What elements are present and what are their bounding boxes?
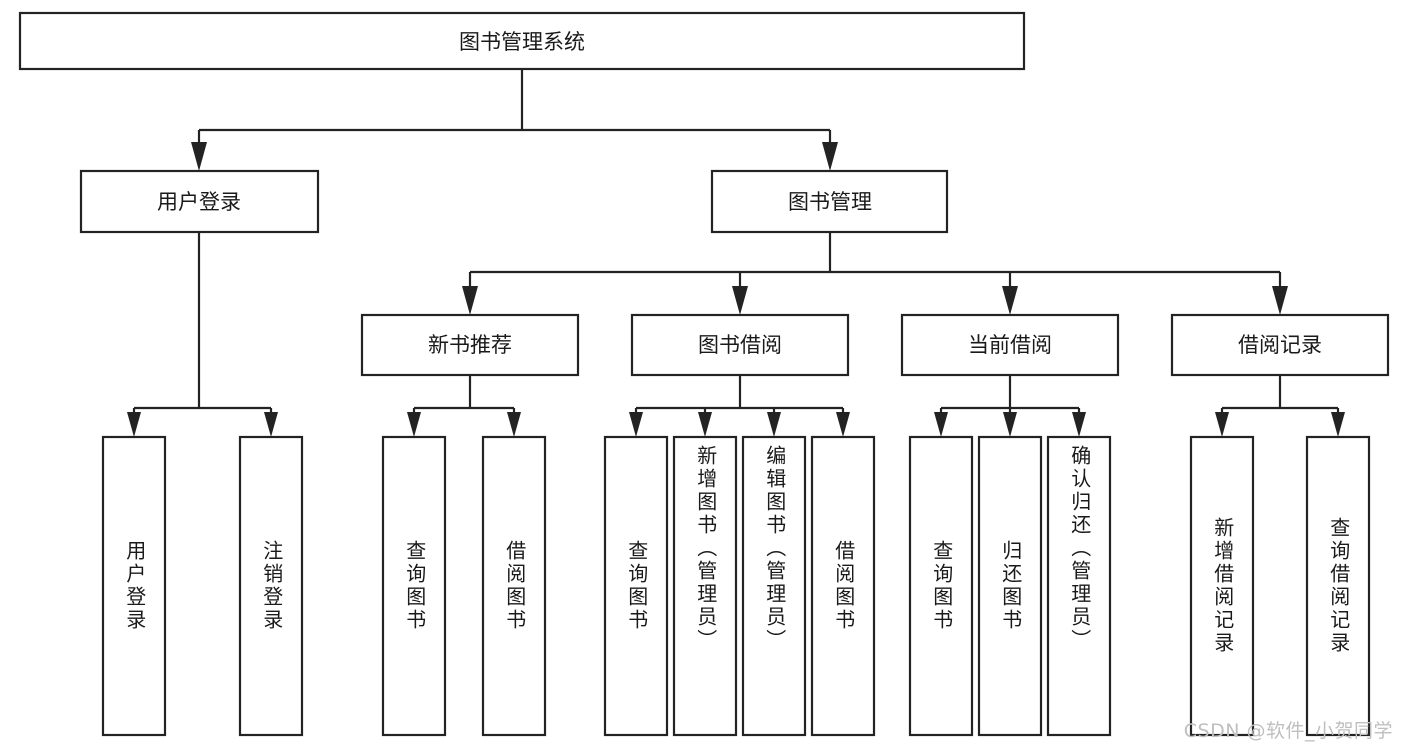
arrow-head-user-login (191, 142, 207, 171)
arrow-head-bb-1 (698, 412, 712, 437)
arrow-head-nb-0 (407, 412, 421, 437)
node-box-leaf-cb-0[interactable] (908, 435, 974, 737)
arrow-head-ul-0 (127, 412, 141, 437)
node-box-leaf-nb-1[interactable] (481, 435, 547, 737)
node-box-root[interactable] (18, 11, 1026, 71)
arrow-head-bb-3 (836, 412, 850, 437)
connectors-current-borrow-to-leaves (934, 375, 1086, 437)
node-box-leaf-bb-0[interactable] (603, 435, 669, 737)
connectors-book-mgmt-to-level3 (462, 232, 1288, 315)
connectors-book-borrow-to-leaves (629, 375, 850, 437)
arrow-head-cb-2 (1072, 412, 1086, 437)
arrow-head-bb-0 (629, 412, 643, 437)
node-box-leaf-br-0[interactable] (1189, 435, 1255, 737)
connectors-borrow-record-to-leaves (1215, 375, 1345, 437)
arrow-head-nb-1 (507, 412, 521, 437)
node-label-borrow-record: 借阅记录 (1238, 333, 1322, 357)
node-box-book-borrow[interactable] (630, 313, 850, 377)
arrow-head-l3-2 (1002, 286, 1018, 315)
arrow-head-br-1 (1331, 412, 1345, 437)
node-box-leaf-bb-3[interactable] (810, 435, 876, 737)
node-label-book-management: 图书管理 (788, 190, 872, 214)
arrow-head-bb-2 (767, 412, 781, 437)
arrow-head-l3-1 (732, 286, 748, 315)
node-box-leaf-cb-2[interactable] (1046, 435, 1112, 737)
connectors-new-book-to-leaves (407, 375, 521, 437)
node-box-current-borrow[interactable] (900, 313, 1120, 377)
node-box-user-login[interactable] (79, 169, 320, 234)
arrow-head-br-0 (1215, 412, 1229, 437)
node-label-user-login: 用户登录 (157, 190, 241, 214)
node-box-leaf-bb-1[interactable] (672, 435, 738, 737)
node-box-leaf-bb-2[interactable] (741, 435, 807, 737)
arrow-head-l3-3 (1272, 286, 1288, 315)
node-box-leaf-ul-1[interactable] (238, 435, 304, 737)
connectors-root-to-level2 (191, 69, 838, 171)
node-box-new-book-recommend[interactable] (360, 313, 580, 377)
node-box-leaf-br-1[interactable] (1305, 435, 1371, 737)
node-label-book-borrow: 图书借阅 (698, 333, 782, 357)
node-box-borrow-record[interactable] (1170, 313, 1390, 377)
node-box-leaf-ul-0[interactable] (101, 435, 167, 737)
node-box-leaf-nb-0[interactable] (381, 435, 447, 737)
node-box-leaf-cb-1[interactable] (977, 435, 1043, 737)
arrow-head-l3-0 (462, 286, 478, 315)
node-label-current-borrow: 当前借阅 (968, 333, 1052, 357)
connectors-user-login-to-leaves (127, 232, 278, 437)
node-label-new-book-recommend: 新书推荐 (428, 333, 512, 357)
arrow-head-cb-0 (934, 412, 948, 437)
node-label-root: 图书管理系统 (459, 30, 585, 54)
arrow-head-book-mgmt (822, 142, 838, 171)
node-box-book-management[interactable] (710, 169, 949, 234)
arrow-head-cb-1 (1003, 412, 1017, 437)
arrow-head-ul-1 (264, 412, 278, 437)
watermark-label: CSDN @软件_小贺同学 (1183, 720, 1393, 742)
